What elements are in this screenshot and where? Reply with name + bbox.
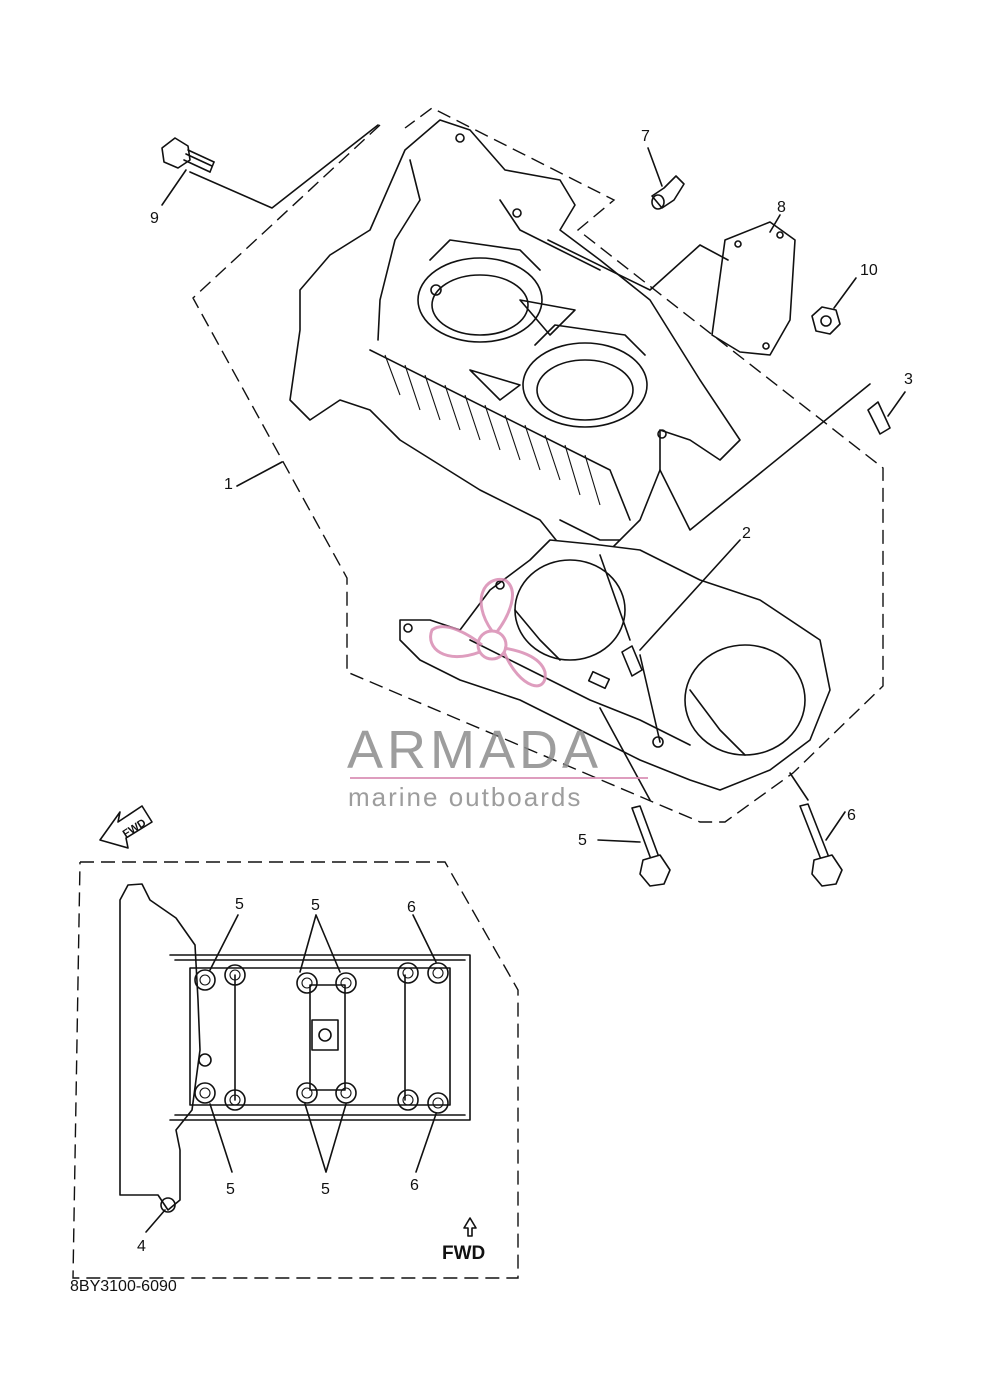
part-8-cover-plate [711, 221, 796, 356]
part-5-flange-bolt [631, 805, 671, 887]
part-9-flange-bolt [161, 137, 215, 173]
assembly-dashed-outline [192, 107, 884, 823]
upper-crankcase [289, 119, 741, 551]
callout-5-inset-top-left: 5 [235, 896, 244, 913]
callout-5-inset-top-mid: 5 [311, 897, 320, 914]
callout-7: 7 [641, 128, 650, 145]
cooling-fins [384, 354, 601, 506]
watermark-brand: ARMADA [347, 720, 602, 780]
callout-3: 3 [904, 371, 913, 388]
callout-2: 2 [742, 525, 751, 542]
callout-10: 10 [860, 262, 878, 279]
callout-6-inset-top-right: 6 [407, 899, 416, 916]
lower-crankcase [399, 539, 831, 791]
callout-labels: 1 2 3 4 5 6 7 8 9 10 5 5 6 5 5 6 [137, 128, 913, 1255]
callout-1: 1 [224, 476, 233, 493]
bolt-pattern-inset [72, 861, 519, 1279]
drawing-code: 8BY3100-6090 [70, 1278, 177, 1295]
part-3-dowel-pin [867, 401, 891, 435]
callout-6-main: 6 [847, 807, 856, 824]
callout-5-inset-bottom-left: 5 [226, 1181, 235, 1198]
fwd-direction-arrow: FWD [99, 805, 153, 849]
inset-dashed-frame [72, 861, 519, 1279]
bolt-holes [160, 962, 449, 1213]
callout-6-inset-bottom-right: 6 [410, 1177, 419, 1194]
callout-5-main: 5 [578, 832, 587, 849]
fwd-up-arrow [463, 1217, 477, 1237]
callout-4: 4 [137, 1238, 146, 1255]
fwd-label: FWD [442, 1243, 485, 1264]
watermark-tagline: marine outboards [348, 782, 582, 812]
part-6-flange-bolt [799, 803, 843, 887]
callout-9: 9 [150, 210, 159, 227]
callout-5-inset-bottom-mid: 5 [321, 1181, 330, 1198]
leader-lines [161, 124, 906, 843]
part-2-dowel-pin [621, 645, 643, 677]
part-10-nut [811, 306, 841, 335]
callout-8: 8 [777, 199, 786, 216]
part-7-nipple [651, 175, 685, 210]
propeller-logo [429, 577, 547, 688]
fwd-arrow-label: FWD [121, 817, 149, 840]
armada-watermark: ARMADA marine outboards [347, 577, 648, 812]
inset-leader-lines [145, 914, 437, 1233]
